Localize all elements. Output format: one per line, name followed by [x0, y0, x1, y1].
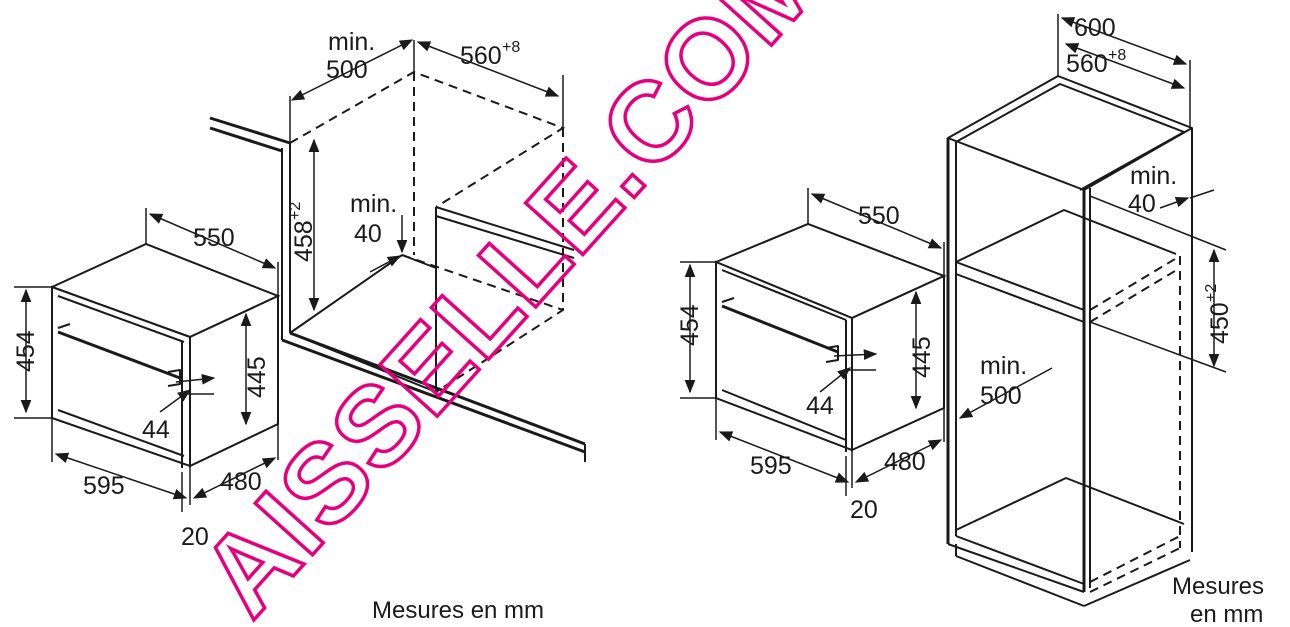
right-cabinet-width-label: 600	[1074, 14, 1116, 42]
right-vent-min-value: 40	[1128, 190, 1156, 218]
right-niche-height-label: 450	[1206, 302, 1234, 344]
right-cabinet	[946, 75, 1193, 607]
left-height-label: 454	[12, 330, 40, 372]
left-niche-height-sup: +2	[287, 202, 304, 220]
left-niche-width-sup: +8	[502, 39, 520, 56]
right-width-label: 595	[750, 452, 792, 480]
left-oven-dimensions	[14, 208, 279, 512]
left-depth-label: 550	[193, 224, 235, 252]
right-front-label: 20	[850, 496, 878, 524]
right-niche-width-sup: +8	[1108, 47, 1126, 64]
left-handle-label: 44	[142, 416, 170, 444]
left-niche-min-value: 500	[326, 56, 368, 84]
left-width-label: 595	[83, 472, 125, 500]
right-caption-line1: Mesures	[1172, 573, 1264, 600]
right-oven-dimensions	[680, 188, 945, 496]
right-depth-label: 550	[858, 202, 900, 230]
left-caption: Mesures en mm	[372, 597, 544, 624]
right-handle-label: 44	[806, 392, 834, 420]
right-caption-line2: en mm	[1190, 601, 1263, 627]
right-rear-depth-label: 480	[884, 448, 926, 476]
left-vent-min-label: min.	[350, 190, 397, 218]
right-depth-min-label: min.	[980, 352, 1027, 380]
left-niche-dimensions	[289, 39, 564, 312]
left-inner-height-label: 445	[243, 356, 271, 398]
right-inner-height-label: 445	[908, 336, 936, 378]
right-vent-min-label: min.	[1130, 162, 1177, 190]
right-niche-height-sup: +2	[1203, 284, 1220, 302]
right-height-label: 454	[676, 304, 704, 346]
left-rear-depth-label: 480	[220, 468, 262, 496]
left-oven	[49, 242, 281, 468]
left-front-label: 20	[181, 523, 209, 551]
left-niche	[209, 70, 586, 462]
left-niche-width-label: 560	[460, 42, 502, 70]
right-cabinet-dimensions	[958, 14, 1227, 419]
right-niche-width-label: 560	[1066, 50, 1108, 78]
left-niche-min-label: min.	[328, 28, 375, 56]
right-depth-min-value: 500	[980, 382, 1022, 410]
left-niche-height-label: 458	[290, 220, 318, 262]
left-vent-min-value: 40	[354, 220, 382, 248]
